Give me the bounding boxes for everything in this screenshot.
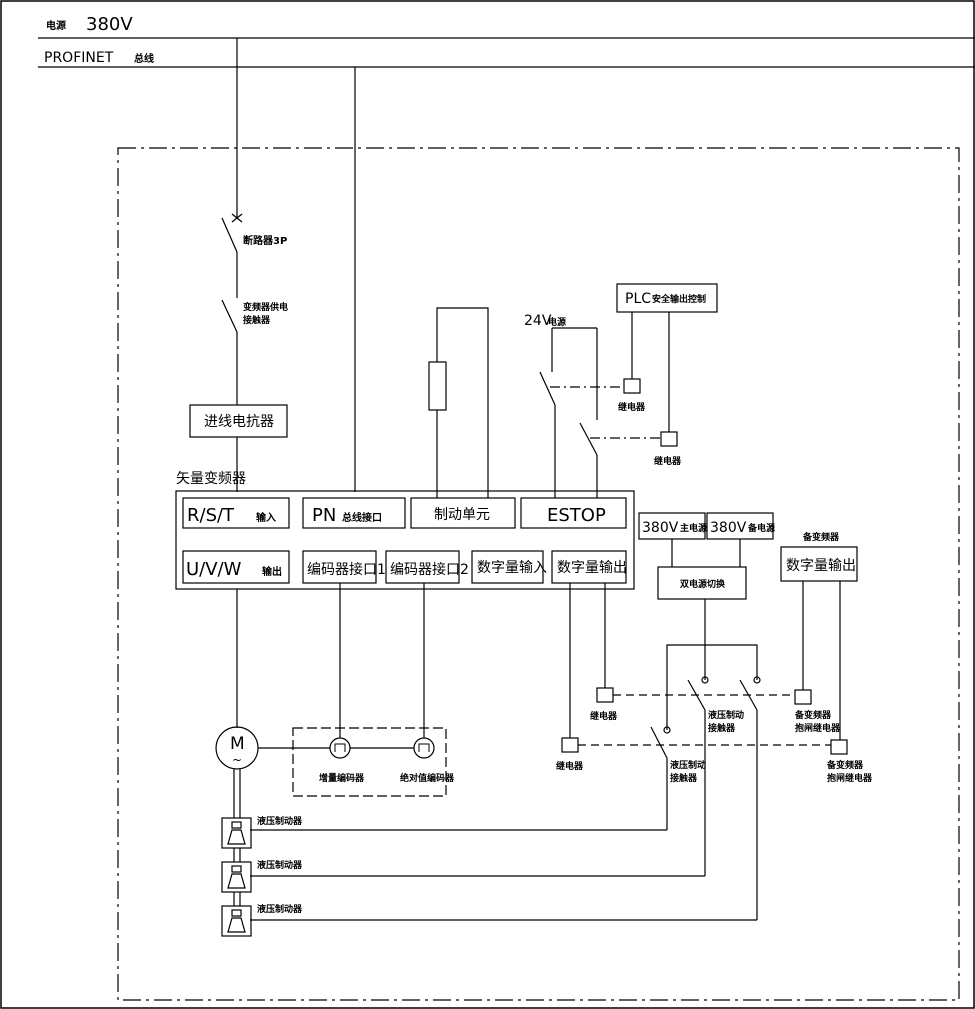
- plc-safety-label: PLC: [625, 291, 651, 307]
- power-label-voltage: 380V: [86, 14, 133, 35]
- breaker-label: 断路器3P: [243, 234, 287, 247]
- rst-input-cn: 输入: [256, 511, 276, 524]
- reactor-label: 进线电抗器: [204, 414, 274, 430]
- rst-input-label: R/S/T: [187, 505, 235, 526]
- hyd-contactor-2-label-a: 液压制动: [670, 759, 706, 771]
- vfd-title: 矢量变频器: [176, 471, 246, 487]
- dual-switch-label: 双电源切换: [680, 578, 726, 590]
- incremental-encoder-label: 增量编码器: [319, 772, 365, 784]
- relay-a-label: 继电器: [618, 401, 646, 413]
- hyd-contactor-1-label-b: 接触器: [708, 722, 736, 734]
- backup-power-label: 380V: [710, 520, 747, 536]
- absolute-encoder-label: 绝对值编码器: [400, 772, 455, 784]
- encoder-port-1-label: 编码器接口1: [307, 561, 386, 578]
- backup-relay-2-label-b: 抱闸继电器: [827, 772, 873, 784]
- hyd-brake-3-label: 液压制动器: [257, 903, 303, 915]
- bus-label: PROFINET: [44, 50, 114, 66]
- backup-vfd-label: 备变频器: [802, 531, 840, 543]
- backup-relay-1-label-a: 备变频器: [794, 709, 832, 721]
- bus-label-cn: 总线: [134, 52, 154, 65]
- estop-label: ESTOP: [547, 505, 606, 526]
- pn-port-label: PN: [312, 505, 336, 526]
- v24-label: 24V: [524, 313, 552, 329]
- brake-unit-label: 制动单元: [434, 507, 490, 523]
- relay-d-label: 继电器: [556, 760, 584, 772]
- pn-port-cn: 总线接口: [342, 511, 382, 524]
- plc-safety-cn: 安全输出控制: [652, 293, 706, 305]
- main-power-cn: 主电源: [680, 522, 707, 534]
- motor-tilde: ~: [232, 753, 242, 767]
- motor-symbol: M: [230, 734, 245, 754]
- do-output-label: 数字量输出: [557, 560, 627, 576]
- backup-relay-2-label-a: 备变频器: [826, 759, 864, 771]
- main-power-label: 380V: [642, 520, 679, 536]
- uvw-output-cn: 输出: [262, 565, 282, 578]
- v24-label-cn: 电源: [548, 316, 566, 328]
- hyd-contactor-1-label-a: 液压制动: [708, 709, 744, 721]
- di-input-label: 数字量输入: [477, 560, 547, 576]
- vfd-contactor-label-2: 接触器: [243, 314, 271, 326]
- hyd-brake-2-label: 液压制动器: [257, 859, 303, 871]
- relay-b-label: 继电器: [654, 455, 682, 467]
- hyd-contactor-2-label-b: 接触器: [670, 772, 698, 784]
- encoder-port-2-label: 编码器接口2: [390, 561, 469, 578]
- backup-vfd-do-label: 数字量输出: [786, 558, 856, 574]
- backup-relay-1-label-b: 抱闸继电器: [795, 722, 841, 734]
- uvw-output-label: U/V/W: [186, 559, 242, 580]
- relay-c-label: 继电器: [590, 710, 618, 722]
- power-label-cn: 电源: [46, 19, 66, 32]
- vfd-contactor-label-1: 变频器供电: [243, 301, 288, 313]
- backup-power-cn: 备电源: [747, 522, 775, 534]
- hyd-brake-1-label: 液压制动器: [257, 815, 303, 827]
